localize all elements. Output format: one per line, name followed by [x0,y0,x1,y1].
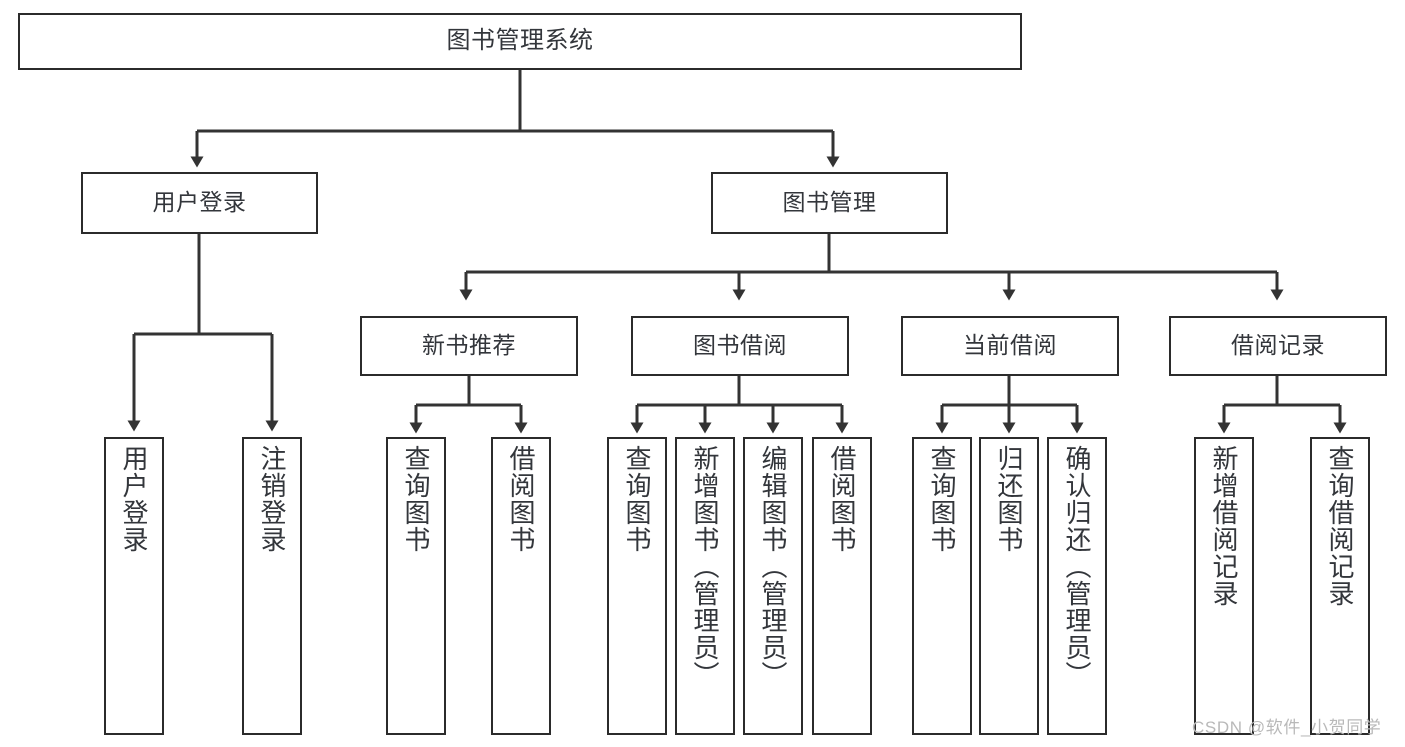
node-user-login[interactable]: 用户登录 [81,172,318,234]
leaf-query-borrow-record[interactable]: 查询借阅记录 [1310,437,1370,735]
leaf-query-books-recommend[interactable]: 查询图书 [386,437,446,735]
node-label: 新增图书（管理员） [690,445,720,688]
node-label: 借阅图书 [827,445,857,553]
leaf-borrow-books[interactable]: 借阅图书 [812,437,872,735]
node-borrow-record[interactable]: 借阅记录 [1169,316,1387,376]
node-label: 查询图书 [401,445,431,553]
node-label: 当前借阅 [963,332,1057,359]
leaf-query-books-borrow[interactable]: 查询图书 [607,437,667,735]
leaf-user-login[interactable]: 用户登录 [104,437,164,735]
leaf-confirm-return-admin[interactable]: 确认归还（管理员） [1047,437,1107,735]
node-label: 用户登录 [152,189,247,216]
leaf-add-borrow-record[interactable]: 新增借阅记录 [1194,437,1254,735]
node-label: 图书管理系统 [446,27,594,55]
node-label: 借阅图书 [506,445,536,553]
node-label: 查询借阅记录 [1325,445,1355,607]
node-label: 新书推荐 [422,332,516,359]
node-book-management[interactable]: 图书管理 [711,172,948,234]
node-label: 图书管理 [782,189,877,216]
leaf-borrow-books-recommend[interactable]: 借阅图书 [491,437,551,735]
node-book-borrow[interactable]: 图书借阅 [631,316,849,376]
node-label: 归还图书 [994,445,1024,553]
node-label: 查询图书 [927,445,957,553]
node-current-borrow[interactable]: 当前借阅 [901,316,1119,376]
leaf-return-books[interactable]: 归还图书 [979,437,1039,735]
node-label: 注销登录 [257,445,287,553]
node-root-system[interactable]: 图书管理系统 [18,13,1022,70]
leaf-add-book-admin[interactable]: 新增图书（管理员） [675,437,735,735]
csdn-watermark: CSDN @软件_小贺同学 [1192,718,1382,737]
leaf-edit-book-admin[interactable]: 编辑图书（管理员） [743,437,803,735]
node-label: 用户登录 [119,445,149,553]
leaf-query-books-current[interactable]: 查询图书 [912,437,972,735]
node-label: 查询图书 [622,445,652,553]
node-label: 借阅记录 [1231,332,1325,359]
node-label: 图书借阅 [693,332,787,359]
node-label: 新增借阅记录 [1209,445,1239,607]
leaf-logout-login[interactable]: 注销登录 [242,437,302,735]
node-label: 编辑图书（管理员） [758,445,788,688]
node-label: 确认归还（管理员） [1062,445,1092,688]
node-new-book-recommend[interactable]: 新书推荐 [360,316,578,376]
